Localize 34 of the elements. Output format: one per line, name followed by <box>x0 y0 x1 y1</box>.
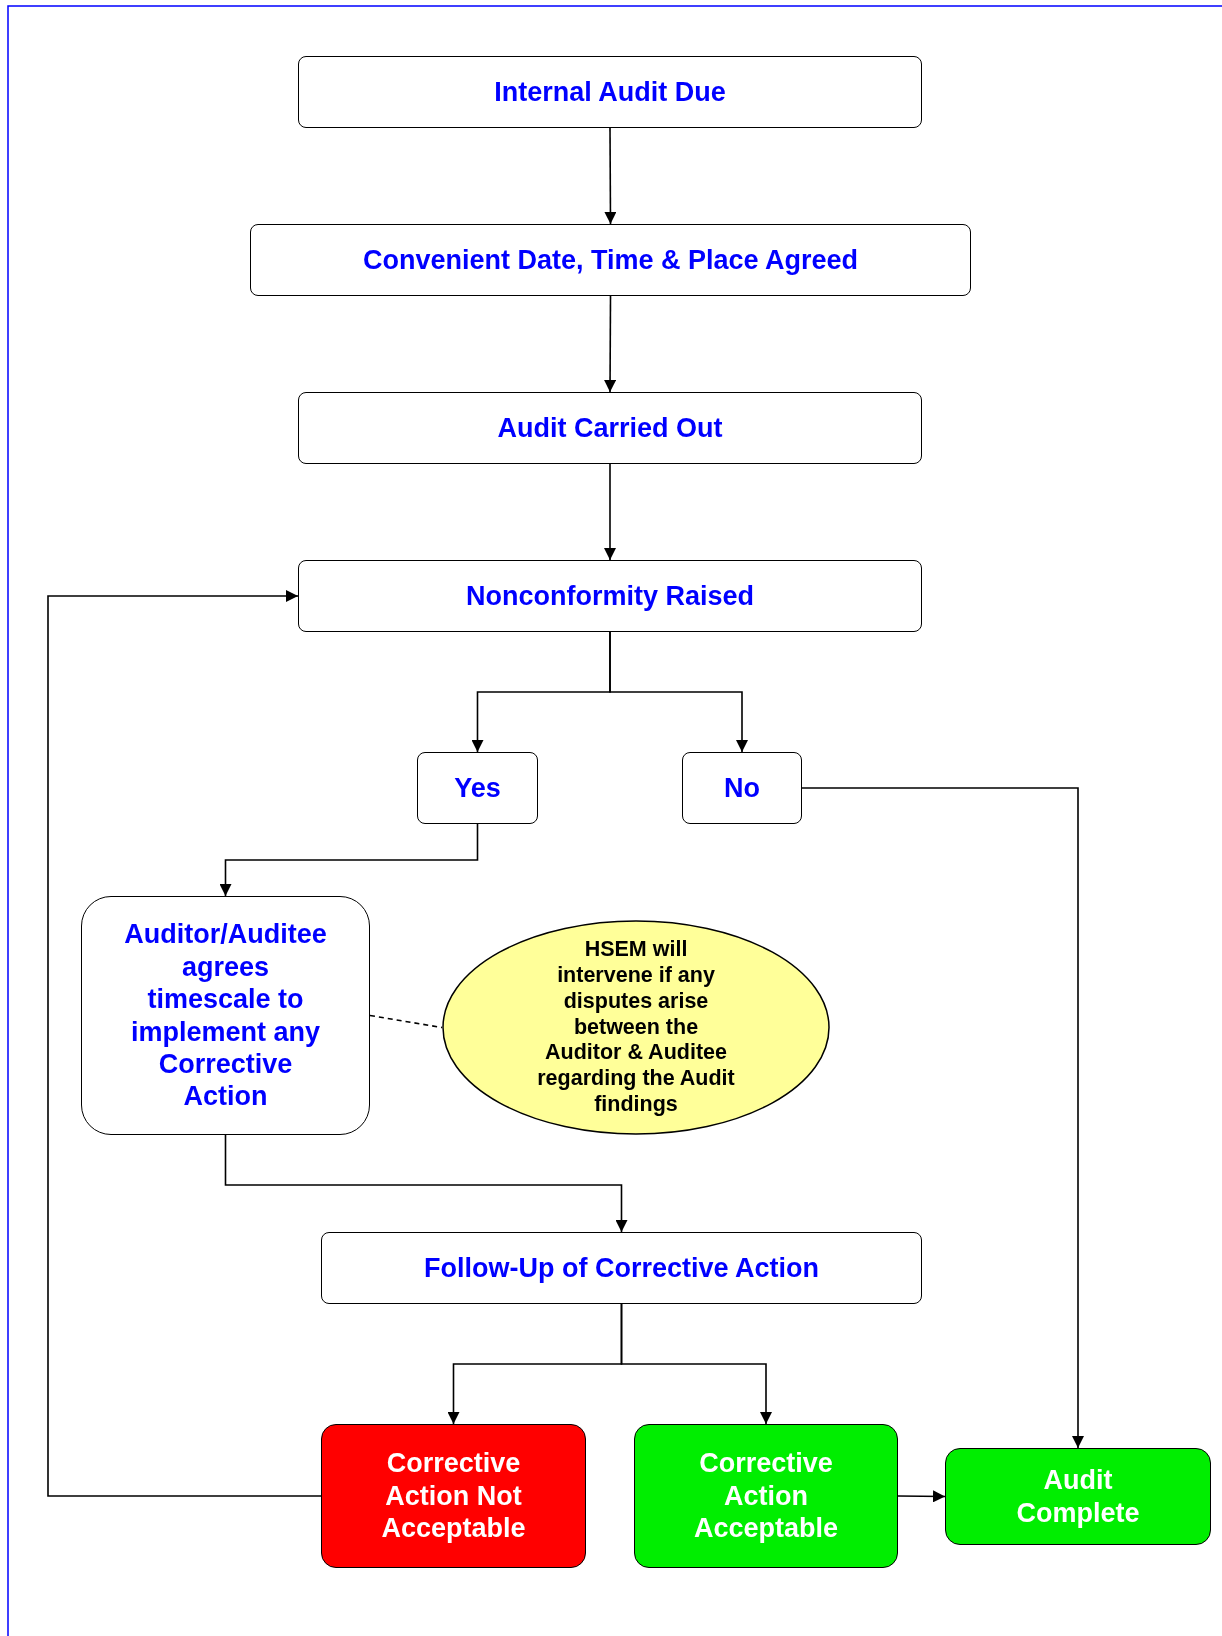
arrow <box>609 631 748 753</box>
accepted-box <box>945 1448 1211 1545</box>
step-label: Audit Carried Out <box>497 411 723 445</box>
process-box <box>81 896 370 1135</box>
step-label: Audit Complete <box>1015 1464 1141 1529</box>
step-label: Internal Audit Due <box>494 75 726 109</box>
process-box <box>298 392 922 464</box>
arrow <box>620 1303 772 1425</box>
process-box <box>417 752 538 824</box>
step-label: Convenient Date, Time & Place Agreed <box>362 243 859 277</box>
step-label: Auditor/Auditee agrees timescale to implement any Corrective Action <box>123 918 328 1113</box>
step-label: Follow-Up of Corrective Action <box>424 1251 819 1285</box>
step-label: Corrective Action Acceptable <box>692 1447 840 1545</box>
arrow <box>224 1134 628 1233</box>
accepted-box <box>634 1424 898 1568</box>
arrow <box>604 127 617 225</box>
arrow <box>604 463 616 561</box>
step-label: No <box>724 771 760 805</box>
step-label: Nonconformity Raised <box>465 579 754 613</box>
step-label: Yes <box>454 771 501 805</box>
process-box <box>682 752 802 824</box>
process-box <box>321 1232 922 1304</box>
process-box <box>298 56 922 128</box>
arrow <box>604 295 617 393</box>
arrow <box>897 1490 946 1503</box>
rejected-box <box>321 1424 586 1568</box>
arrow <box>47 590 322 1497</box>
note-text: HSEM will intervene if any disputes arise between the Auditor & Auditee regarding the Audit findings <box>536 937 736 1118</box>
step-label: Corrective Action Not Acceptable <box>380 1447 527 1545</box>
arrow <box>801 787 1084 1449</box>
process-box <box>250 224 971 296</box>
arrow <box>219 823 479 897</box>
note-ellipse <box>442 920 830 1135</box>
process-box <box>298 560 922 632</box>
